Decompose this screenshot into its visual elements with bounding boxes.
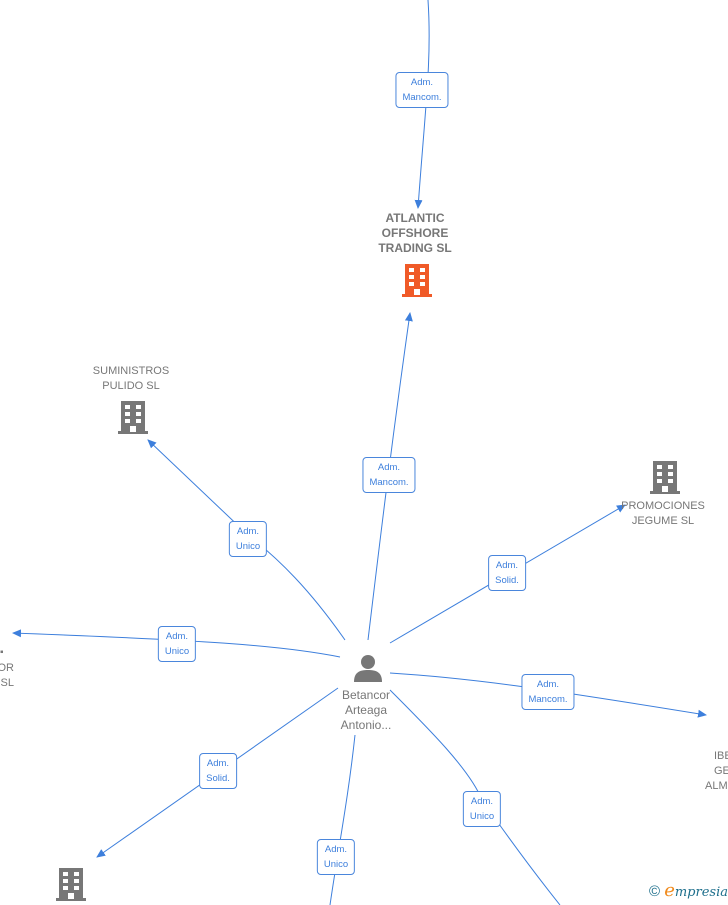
edge-4 [12,629,341,658]
company-name: GE [714,765,728,777]
person-icon[interactable] [353,653,383,683]
company-node-atlantic[interactable]: ATLANTIC OFFSHORE TRADING SL [378,211,451,256]
edge-5 [389,672,707,718]
role-text: Unico [164,646,190,657]
role-text: Unico [469,811,495,822]
company-name: IBE [714,750,728,762]
role-text: Mancom. [528,694,568,705]
role-text: Mancom. [369,477,409,488]
role-text: Adm. [165,631,189,642]
role-text: Adm. [377,462,401,473]
role-text: Adm. [536,679,560,690]
role-text: Unico [323,859,349,870]
role-text: Solid. [495,575,519,586]
person-node[interactable]: Betancor Arteaga Antonio... [341,688,392,733]
company-name: OR [0,662,14,674]
role-text: Unico [235,541,261,552]
role-text: Adm. [236,526,260,537]
company-node-promociones[interactable]: PROMOCIONES JEGUME SL [621,499,705,529]
company-name: SL [0,677,14,689]
role-text: Mancom. [402,92,442,103]
edge-label[interactable]: Adm. Solid. [488,555,526,591]
edge-label[interactable]: Adm. Mancom. [395,72,449,108]
person-name: Betancor [341,688,391,702]
company-name: PULIDO SL [102,380,160,392]
person-name: Arteaga [344,703,388,717]
role-text: Adm. [410,77,434,88]
role-text: Adm. [206,758,230,769]
building-icon[interactable] [117,399,149,435]
edge-label[interactable]: Adm. Mancom. [362,457,416,493]
role-text: Solid. [206,773,230,784]
role-text: Adm. [470,796,494,807]
edge-label[interactable]: Adm. Mancom. [521,674,575,710]
edge-label[interactable]: Adm. Solid. [199,753,237,789]
brand-logo: e [664,880,675,901]
person-name: Antonio... [340,718,392,732]
cut-node-marker: ▪ [0,647,4,658]
company-node-right[interactable]: IBE GE ALM [705,749,728,794]
edge-label[interactable]: Adm. Unico [157,626,197,662]
building-icon[interactable] [649,459,681,495]
company-name: SUMINISTROS [92,365,170,377]
role-text: Adm. [324,844,348,855]
company-name: PROMOCIONES [621,500,705,512]
company-name: JEGUME SL [631,515,695,527]
building-icon[interactable] [401,262,433,298]
company-node-suministros[interactable]: SUMINISTROS PULIDO SL [93,364,169,394]
company-name: TRADING SL [378,241,452,255]
company-name: ATLANTIC [385,211,445,225]
role-text: Adm. [495,560,519,571]
edge-label[interactable]: Adm. Unico [228,521,268,557]
edge-label[interactable]: Adm. Unico [316,839,356,875]
company-name: ALM [705,780,728,792]
company-node-left[interactable]: OR SL [0,661,14,691]
copyright-icon: © [648,883,661,900]
edge-7 [329,734,356,905]
empresia-watermark: © empresia [649,880,728,901]
building-icon[interactable] [55,866,87,902]
edge-label[interactable]: Adm. Unico [462,791,502,827]
brand-logo-text: mpresia [674,885,728,900]
company-name: OFFSHORE [381,226,449,240]
